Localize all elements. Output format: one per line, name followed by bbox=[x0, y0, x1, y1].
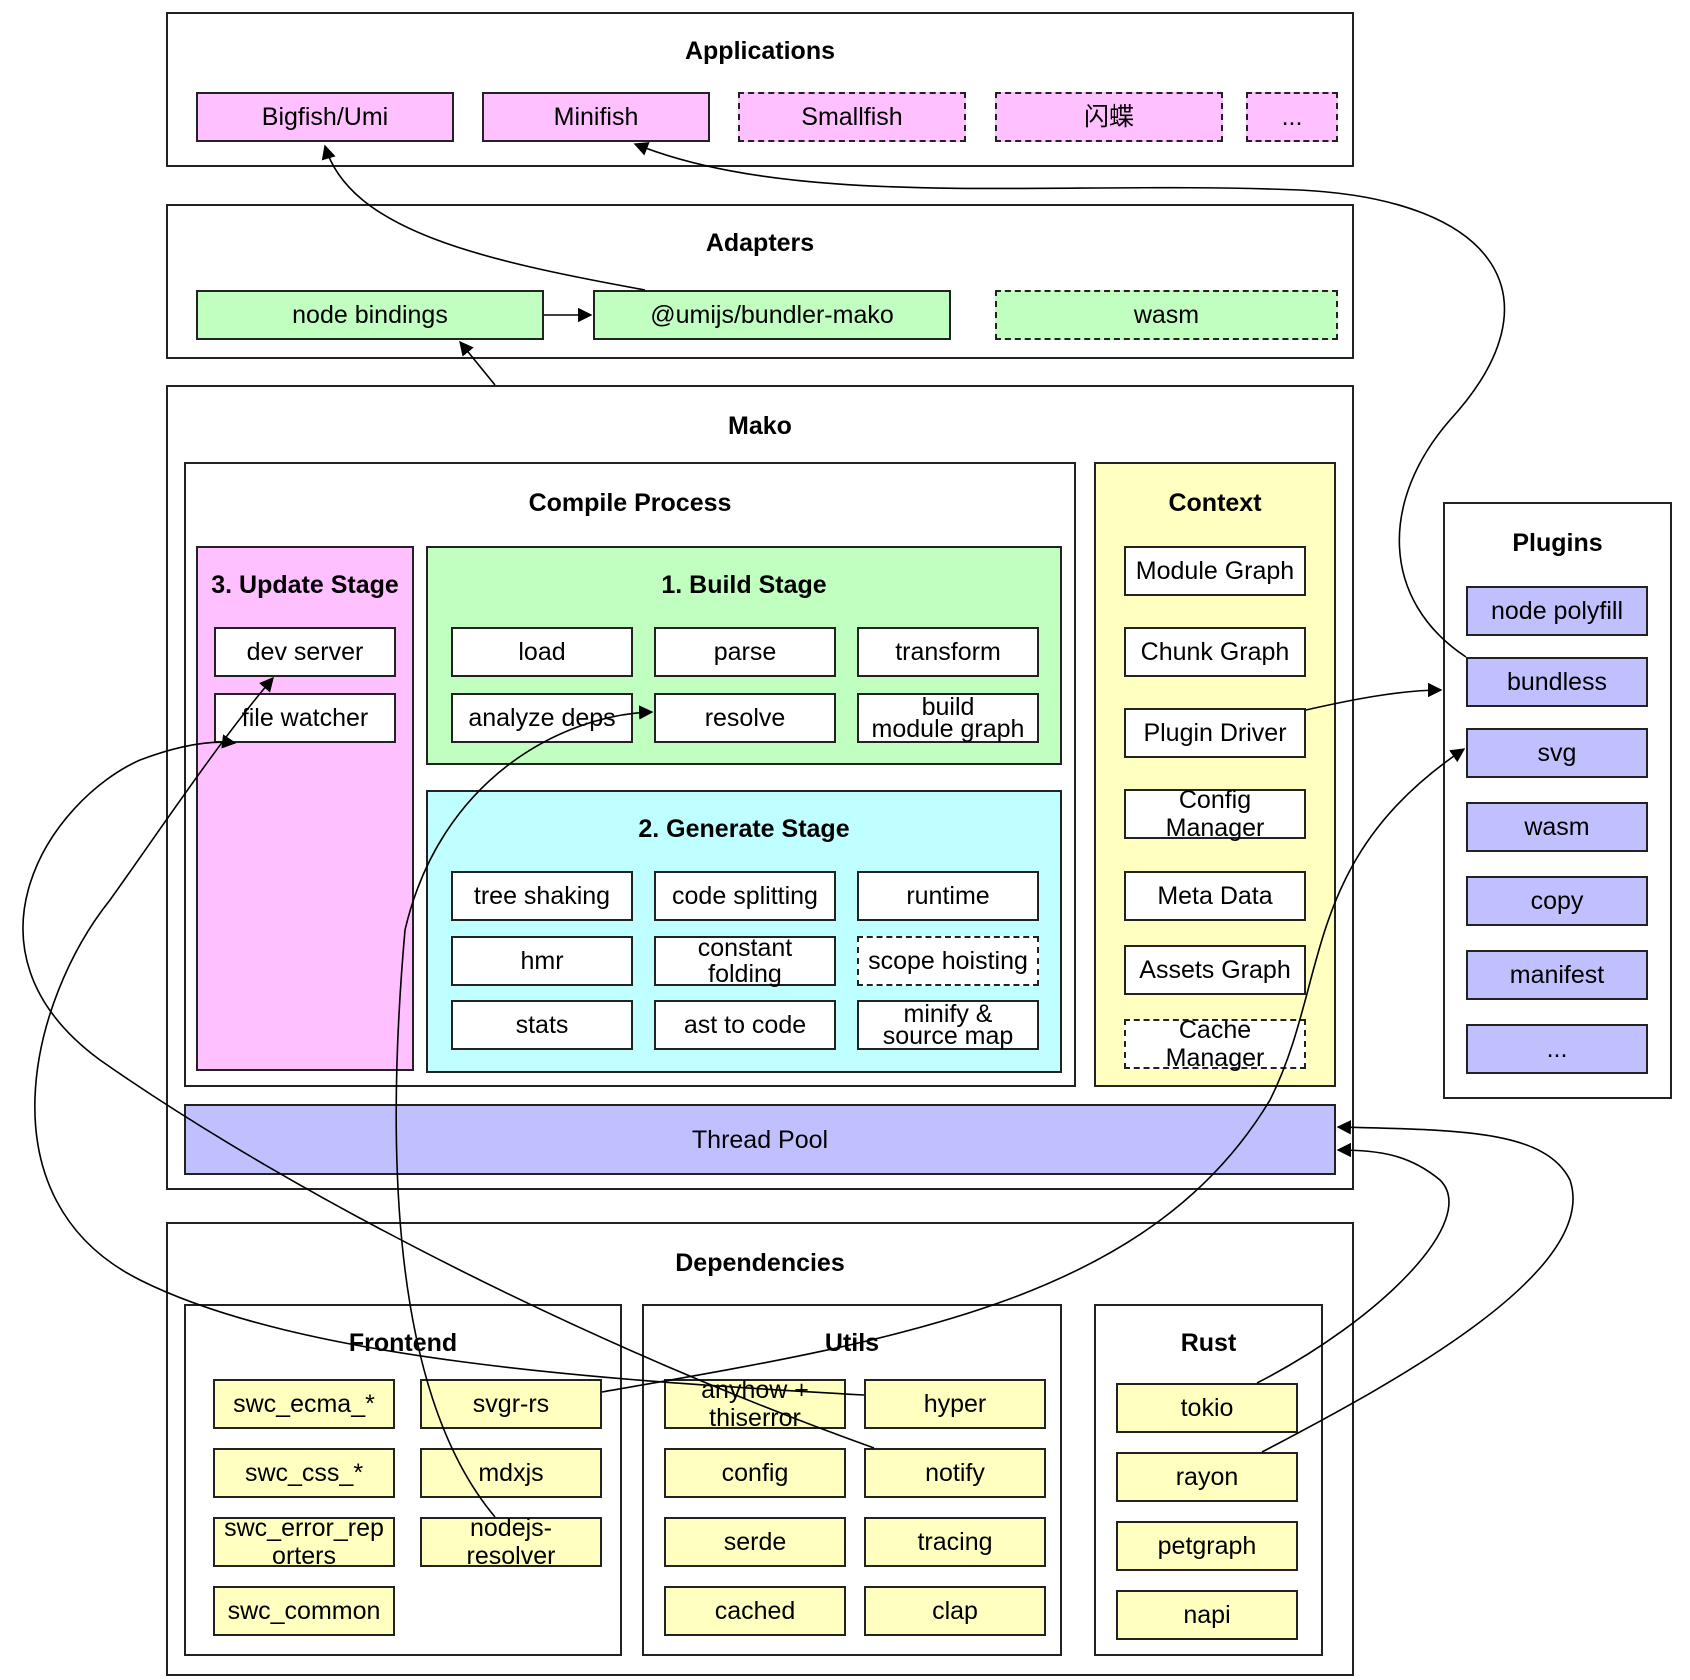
plugin-node-polyfill: node polyfill bbox=[1466, 586, 1648, 636]
gen-hmr: hmr bbox=[451, 936, 633, 986]
ctx-meta-data: Meta Data bbox=[1124, 871, 1306, 921]
app-bigfish-umi: Bigfish/Umi bbox=[196, 92, 454, 142]
ctx-config-manager: Config Manager bbox=[1124, 786, 1306, 842]
adapter-wasm: wasm bbox=[995, 290, 1338, 340]
gen-tree-shaking: tree shaking bbox=[451, 871, 633, 921]
dep-swc-ecma: swc_ecma_* bbox=[213, 1379, 395, 1429]
thread-pool: Thread Pool bbox=[184, 1104, 1336, 1175]
adapters-title: Adapters bbox=[705, 229, 815, 257]
dep-swc-css: swc_css_* bbox=[213, 1448, 395, 1498]
build-parse: parse bbox=[654, 627, 836, 677]
applications-layer: Applications bbox=[166, 12, 1354, 167]
gen-scope-hoisting: scope hoisting bbox=[857, 936, 1039, 986]
build-analyze-deps: analyze deps bbox=[451, 693, 633, 743]
ctx-chunk-graph: Chunk Graph bbox=[1124, 627, 1306, 677]
dep-hyper: hyper bbox=[864, 1379, 1046, 1429]
dep-notify: notify bbox=[864, 1448, 1046, 1498]
app-smallfish: Smallfish bbox=[738, 92, 966, 142]
app-shandie: 闪蝶 bbox=[995, 92, 1223, 142]
adapter-node-bindings: node bindings bbox=[196, 290, 544, 340]
gen-runtime: runtime bbox=[857, 871, 1039, 921]
gen-ast-to-code: ast to code bbox=[654, 1000, 836, 1050]
dep-mdxjs: mdxjs bbox=[420, 1448, 602, 1498]
plugin-more: ... bbox=[1466, 1024, 1648, 1074]
build-module-graph: build module graph bbox=[857, 693, 1039, 743]
app-minifish: Minifish bbox=[482, 92, 710, 142]
build-load: load bbox=[451, 627, 633, 677]
adapter-bundler-mako: @umijs/bundler-mako bbox=[593, 290, 951, 340]
build-stage-title: 1. Build Stage bbox=[661, 571, 827, 599]
plugins-title: Plugins bbox=[1512, 529, 1603, 557]
gen-minify-source-map: minify & source map bbox=[857, 1000, 1039, 1050]
ctx-cache-manager: Cache Manager bbox=[1124, 1016, 1306, 1072]
ctx-assets-graph: Assets Graph bbox=[1124, 945, 1306, 995]
dep-tracing: tracing bbox=[864, 1517, 1046, 1567]
dependencies-title: Dependencies bbox=[675, 1249, 845, 1277]
build-resolve: resolve bbox=[654, 693, 836, 743]
file-watcher: file watcher bbox=[214, 693, 396, 743]
dev-server: dev server bbox=[214, 627, 396, 677]
plugin-manifest: manifest bbox=[1466, 950, 1648, 1000]
plugin-svg: svg bbox=[1466, 728, 1648, 778]
update-stage-title: 3. Update Stage bbox=[211, 571, 399, 599]
dep-nodejs-resolver: nodejs- resolver bbox=[420, 1514, 602, 1570]
dep-rayon: rayon bbox=[1116, 1452, 1298, 1502]
gen-constant-folding: constant folding bbox=[654, 935, 836, 987]
dep-cached: cached bbox=[664, 1586, 846, 1636]
dep-napi: napi bbox=[1116, 1590, 1298, 1640]
plugin-copy: copy bbox=[1466, 876, 1648, 926]
applications-title: Applications bbox=[684, 37, 835, 65]
gen-code-splitting: code splitting bbox=[654, 871, 836, 921]
dep-svgr-rs: svgr-rs bbox=[420, 1379, 602, 1429]
build-transform: transform bbox=[857, 627, 1039, 677]
context-title: Context bbox=[1168, 489, 1262, 517]
compile-process-title: Compile Process bbox=[528, 489, 732, 517]
dep-anyhow-thiserror: anyhow + thiserror bbox=[664, 1376, 846, 1432]
plugin-wasm: wasm bbox=[1466, 802, 1648, 852]
rust-title: Rust bbox=[1180, 1329, 1237, 1357]
ctx-plugin-driver: Plugin Driver bbox=[1124, 708, 1306, 758]
frontend-title: Frontend bbox=[348, 1329, 458, 1357]
dep-serde: serde bbox=[664, 1517, 846, 1567]
gen-stats: stats bbox=[451, 1000, 633, 1050]
update-stage-panel: 3. Update Stage bbox=[196, 546, 414, 1071]
dep-clap: clap bbox=[864, 1586, 1046, 1636]
dep-swc-error-reporters: swc_error_rep orters bbox=[213, 1514, 395, 1570]
plugin-bundless: bundless bbox=[1466, 657, 1648, 707]
dep-tokio: tokio bbox=[1116, 1383, 1298, 1433]
mako-title: Mako bbox=[728, 412, 792, 440]
dep-swc-common: swc_common bbox=[213, 1586, 395, 1636]
utils-title: Utils bbox=[824, 1329, 880, 1357]
dep-petgraph: petgraph bbox=[1116, 1521, 1298, 1571]
ctx-module-graph: Module Graph bbox=[1124, 546, 1306, 596]
generate-stage-title: 2. Generate Stage bbox=[638, 815, 850, 843]
dep-config: config bbox=[664, 1448, 846, 1498]
app-more: ... bbox=[1246, 92, 1338, 142]
